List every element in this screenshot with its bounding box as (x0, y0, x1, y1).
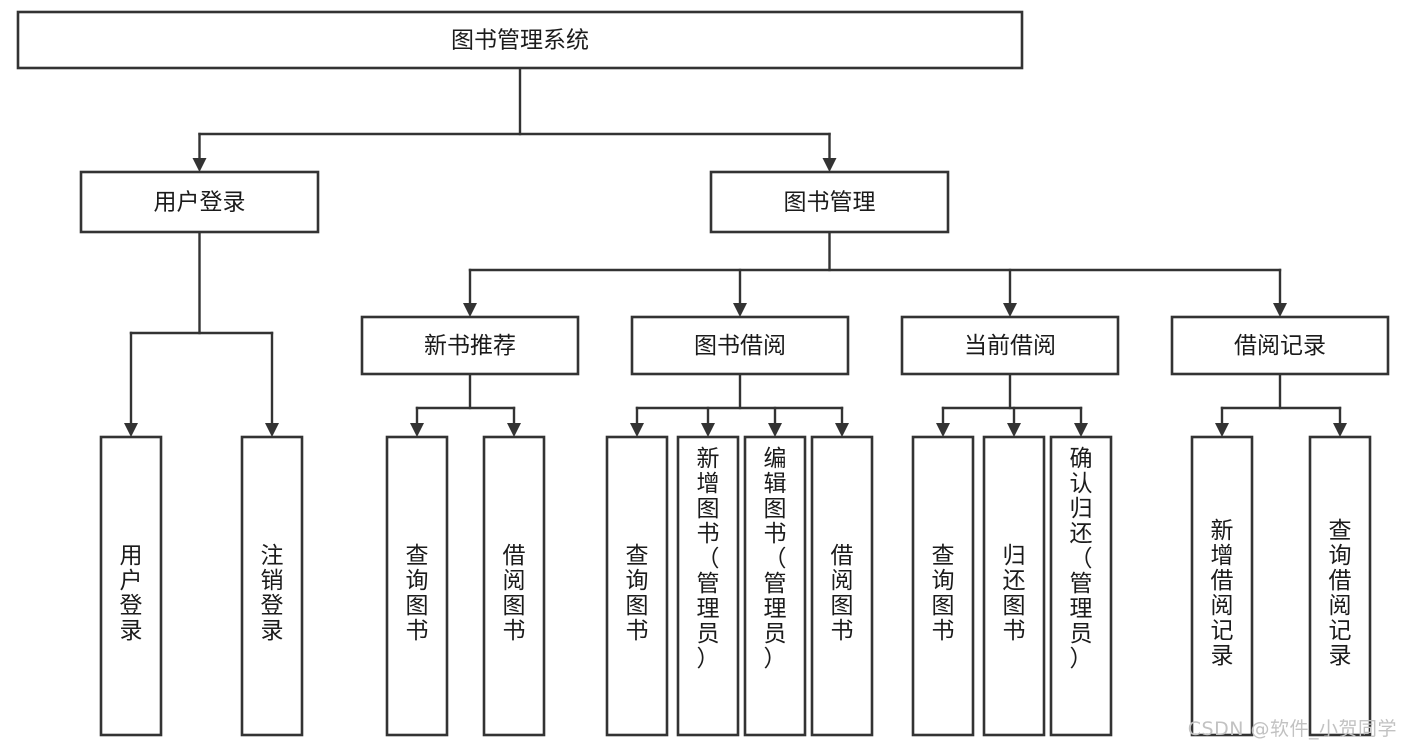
arrow-head (1333, 423, 1347, 437)
arrow-head (1273, 303, 1287, 317)
node-label: 借阅图书 (831, 543, 854, 644)
arrow-head (835, 423, 849, 437)
node-label: 新增借阅记录 (1211, 518, 1234, 669)
node-label: 查询图书 (932, 543, 955, 644)
arrow-head (124, 423, 138, 437)
node-leaf-新增借阅记录[interactable]: 新增借阅记录 (1190, 435, 1254, 737)
edges-layer (124, 66, 1347, 437)
node-label: 用户登录 (120, 543, 143, 644)
node-level3-当前借阅[interactable]: 当前借阅 (900, 315, 1120, 376)
node-label: 编辑图书（管理员） (764, 446, 787, 672)
node-rect (911, 435, 975, 737)
arrow-head (936, 423, 950, 437)
node-label: 图书管理系统 (451, 28, 589, 54)
node-label: 图书借阅 (694, 333, 786, 359)
arrow-head (1003, 303, 1017, 317)
arrow-head (822, 158, 837, 172)
arrow-head (701, 423, 715, 437)
node-leaf-注销登录[interactable]: 注销登录 (240, 435, 304, 737)
node-rect (385, 435, 449, 737)
arrow-head (507, 423, 521, 437)
node-leaf-确认归还管理员[interactable]: 确认归还（管理员） (1049, 435, 1113, 737)
node-rect (240, 435, 304, 737)
arrow-head (410, 423, 424, 437)
node-leaf-查询图书[interactable]: 查询图书 (385, 435, 449, 737)
node-label: 图书管理 (784, 190, 876, 216)
arrow-head (265, 423, 279, 437)
arrow-head (1215, 423, 1229, 437)
node-leaf-借阅图书[interactable]: 借阅图书 (482, 435, 546, 737)
arrow-head (192, 158, 207, 172)
node-level3-图书借阅[interactable]: 图书借阅 (630, 315, 850, 376)
node-label: 查询图书 (626, 543, 649, 644)
node-rect (99, 435, 163, 737)
node-level2-图书管理[interactable]: 图书管理 (709, 170, 950, 234)
node-leaf-查询图书[interactable]: 查询图书 (911, 435, 975, 737)
node-rect (676, 435, 740, 737)
node-rect (982, 435, 1046, 737)
node-label: 查询借阅记录 (1329, 518, 1352, 669)
node-leaf-借阅图书[interactable]: 借阅图书 (810, 435, 874, 737)
node-level2-用户登录[interactable]: 用户登录 (79, 170, 320, 234)
node-leaf-查询借阅记录[interactable]: 查询借阅记录 (1308, 435, 1372, 737)
nodes-layer: 图书管理系统用户登录图书管理新书推荐图书借阅当前借阅借阅记录用户登录注销登录查询… (16, 10, 1390, 737)
arrow-head (630, 423, 644, 437)
node-leaf-编辑图书管理员[interactable]: 编辑图书（管理员） (743, 435, 807, 737)
node-label: 用户登录 (154, 190, 246, 216)
node-label: 归还图书 (1003, 543, 1026, 644)
node-label: 查询图书 (406, 543, 429, 644)
node-rect (709, 170, 950, 234)
node-label: 新增图书（管理员） (697, 446, 720, 672)
node-label: 注销登录 (261, 543, 284, 644)
node-rect (630, 315, 850, 376)
node-rect (360, 315, 580, 376)
node-root-图书管理系统[interactable]: 图书管理系统 (16, 10, 1024, 70)
node-rect (900, 315, 1120, 376)
node-label: 借阅图书 (503, 543, 526, 644)
node-rect (1308, 435, 1372, 737)
node-level3-借阅记录[interactable]: 借阅记录 (1170, 315, 1390, 376)
node-label: 借阅记录 (1234, 333, 1326, 359)
arrow-head (1007, 423, 1021, 437)
node-leaf-查询图书[interactable]: 查询图书 (605, 435, 669, 737)
node-label: 当前借阅 (964, 333, 1056, 359)
node-rect (743, 435, 807, 737)
arrow-head (1074, 423, 1088, 437)
node-leaf-新增图书管理员[interactable]: 新增图书（管理员） (676, 435, 740, 737)
arrow-head (733, 303, 747, 317)
node-label: 确认归还（管理员） (1070, 446, 1093, 672)
node-leaf-用户登录[interactable]: 用户登录 (99, 435, 163, 737)
node-leaf-归还图书[interactable]: 归还图书 (982, 435, 1046, 737)
arrow-head (463, 303, 477, 317)
node-label: 新书推荐 (424, 333, 516, 359)
arrow-head (768, 423, 782, 437)
node-rect (482, 435, 546, 737)
node-rect (79, 170, 320, 234)
node-level3-新书推荐[interactable]: 新书推荐 (360, 315, 580, 376)
node-rect (1190, 435, 1254, 737)
node-rect (810, 435, 874, 737)
node-rect (1170, 315, 1390, 376)
csdn-watermark: CSDN @软件_小贺同学 (1187, 718, 1397, 740)
node-rect (605, 435, 669, 737)
node-rect (16, 10, 1024, 70)
node-rect (1049, 435, 1113, 737)
